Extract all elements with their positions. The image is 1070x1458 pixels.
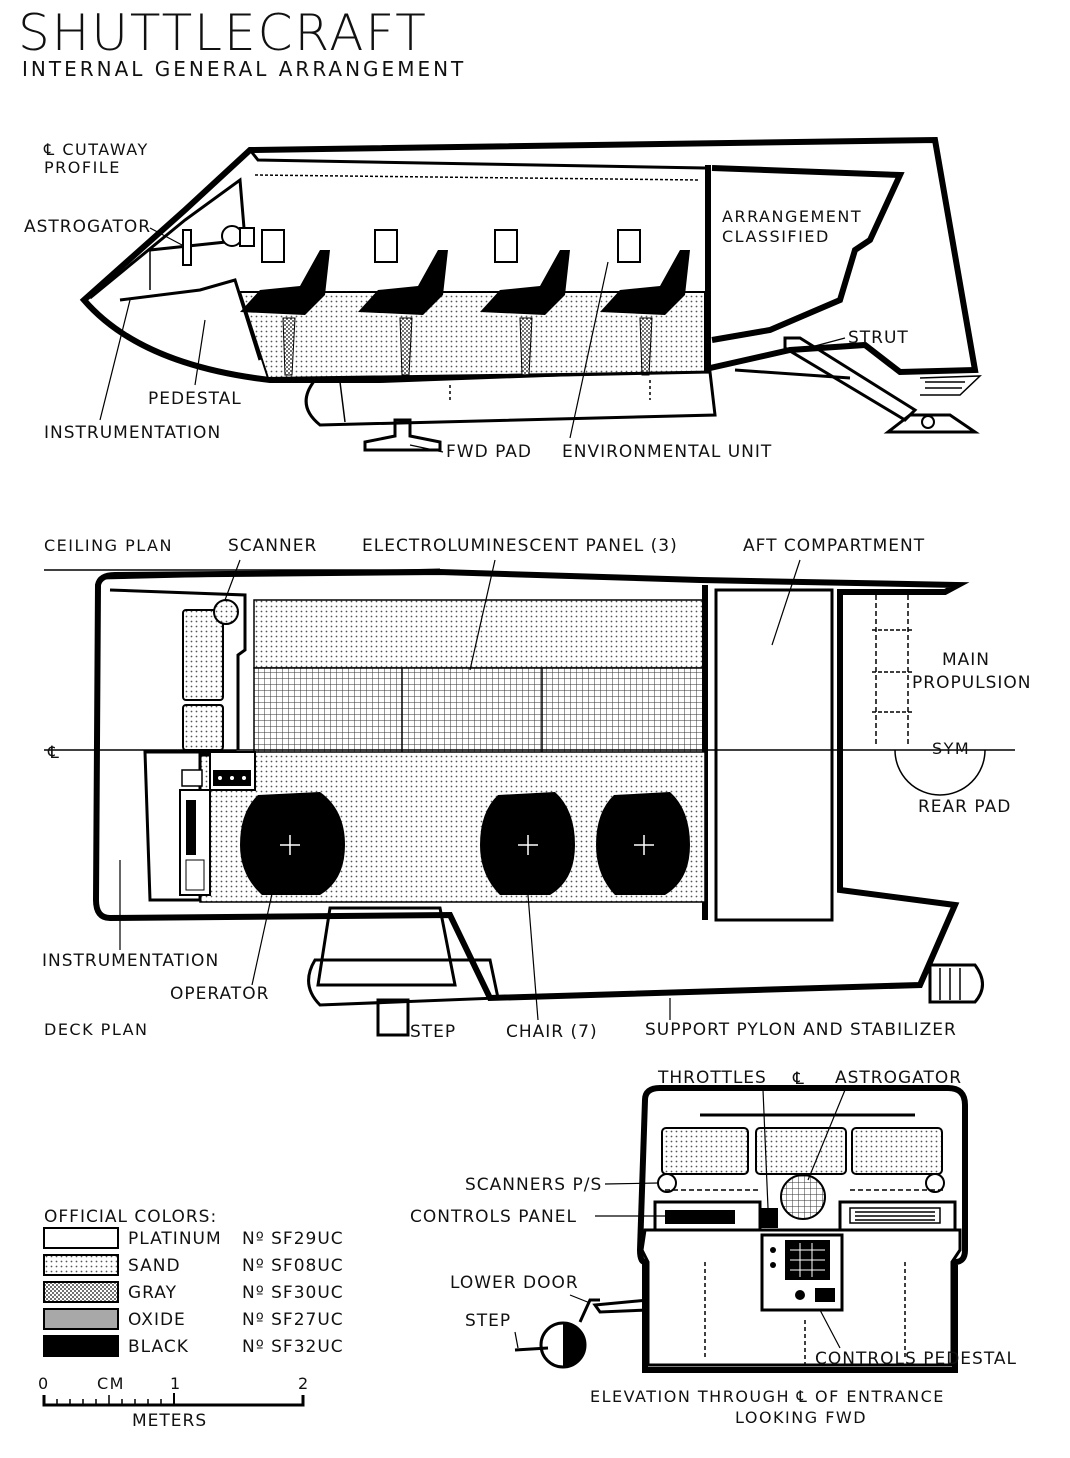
- label-controls-panel: CONTROLS PANEL: [410, 1207, 577, 1227]
- scale-one: 1: [170, 1374, 182, 1393]
- entrance-elevation: [514, 1085, 968, 1373]
- label-step-plan: STEP: [410, 1022, 456, 1042]
- cutaway-heading-2: PROFILE: [44, 158, 121, 177]
- label-elevation-caption-1: ELEVATION THROUGH ℄ OF ENTRANCE: [590, 1387, 945, 1406]
- label-sym: SYM: [932, 739, 970, 758]
- label-rear-pad: REAR PAD: [918, 797, 1011, 817]
- scale-cm: CM: [97, 1374, 125, 1393]
- label-aft-compartment: AFT COMPARTMENT: [743, 536, 925, 556]
- label-step-elev: STEP: [465, 1311, 511, 1331]
- label-deck-plan: DECK PLAN: [44, 1020, 149, 1039]
- environmental-unit-boxes: [261, 229, 641, 263]
- legend-code-sand: Nº SF08UC: [242, 1256, 344, 1276]
- legend-name-black: BLACK: [128, 1337, 189, 1357]
- label-operator: OPERATOR: [170, 984, 269, 1004]
- label-strut: STRUT: [848, 328, 909, 348]
- scale-meters: METERS: [132, 1411, 207, 1431]
- legend-name-oxide: OXIDE: [128, 1310, 186, 1330]
- legend-code-black: Nº SF32UC: [242, 1337, 344, 1357]
- ceiling-deck-plan: [44, 568, 1015, 1037]
- page-subtitle: INTERNAL GENERAL ARRANGEMENT: [22, 57, 466, 81]
- legend-swatch-gray: [43, 1281, 119, 1303]
- legend-code-platinum: Nº SF29UC: [242, 1229, 344, 1249]
- legend-swatch-platinum: [43, 1227, 119, 1249]
- label-main-propulsion-1: MAIN: [942, 650, 990, 670]
- label-chair: CHAIR (7): [506, 1022, 598, 1042]
- label-environmental-unit: ENVIRONMENTAL UNIT: [562, 442, 772, 462]
- label-centerline-elev: ℄: [792, 1069, 805, 1089]
- label-scanners: SCANNERS P/S: [465, 1175, 602, 1195]
- label-instrumentation-profile: INSTRUMENTATION: [44, 423, 221, 443]
- cutaway-heading-1: ℄ CUTAWAY: [43, 140, 149, 159]
- legend-heading: OFFICIAL COLORS:: [44, 1207, 217, 1227]
- label-pedestal: PEDESTAL: [148, 389, 242, 409]
- label-ceiling-plan: CEILING PLAN: [44, 536, 173, 555]
- main-propulsion: [872, 595, 912, 745]
- legend-code-gray: Nº SF30UC: [242, 1283, 344, 1303]
- label-scanner: SCANNER: [228, 536, 317, 556]
- label-support-pylon: SUPPORT PYLON AND STABILIZER: [645, 1020, 957, 1040]
- label-electroluminescent-panel: ELECTROLUMINESCENT PANEL (3): [362, 536, 678, 556]
- legend-swatch-sand: [43, 1254, 119, 1276]
- label-main-propulsion-2: PROPULSION: [912, 673, 1032, 693]
- profile-chairs: [240, 250, 690, 376]
- scale-bar: 0 CM 1 2 METERS: [38, 1374, 310, 1431]
- label-arrangement-1: ARRANGEMENT: [722, 207, 862, 226]
- scale-two: 2: [298, 1374, 310, 1393]
- color-legend: OFFICIAL COLORS: PLATINUM Nº SF29UC SAND Nº…: [43, 1207, 344, 1357]
- legend-swatch-oxide: [43, 1308, 119, 1330]
- label-astrogator-elev: ASTROGATOR: [835, 1068, 962, 1088]
- label-throttles: THROTTLES: [657, 1068, 767, 1088]
- label-instrumentation-plan: INSTRUMENTATION: [42, 951, 219, 971]
- label-centerline-plan: ℄: [47, 743, 60, 763]
- label-astrogator-profile: ASTROGATOR: [24, 217, 151, 237]
- scale-zero: 0: [38, 1374, 50, 1393]
- legend-name-sand: SAND: [128, 1256, 181, 1276]
- label-elevation-caption-2: LOOKING FWD: [735, 1408, 867, 1427]
- legend-name-platinum: PLATINUM: [128, 1229, 222, 1249]
- plan-chairs: [240, 792, 690, 895]
- page-title: SHUTTLECRAFT: [18, 4, 428, 62]
- label-controls-pedestal: CONTROLS PEDESTAL: [815, 1349, 1017, 1369]
- label-lower-door: LOWER DOOR: [450, 1273, 579, 1293]
- label-fwd-pad: FWD PAD: [446, 442, 532, 462]
- legend-code-oxide: Nº SF27UC: [242, 1310, 344, 1330]
- label-arrangement-2: CLASSIFIED: [722, 227, 830, 246]
- cutaway-profile: [79, 136, 982, 452]
- legend-swatch-black: [43, 1335, 119, 1357]
- legend-name-gray: GRAY: [128, 1283, 177, 1303]
